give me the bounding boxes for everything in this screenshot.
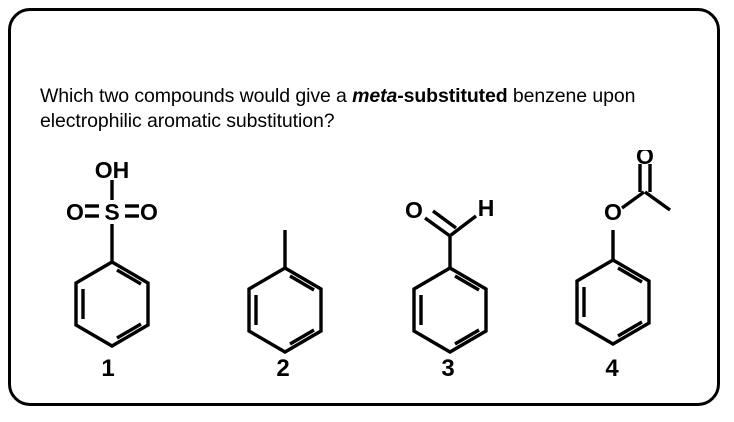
- atom-label-o-carbonyl-4: O: [636, 150, 654, 169]
- ring2-inner-bond-lower-right: [289, 328, 315, 346]
- question-text-part1: Which two compounds would give a: [40, 85, 353, 107]
- bond-o-carbonyl-c: [621, 190, 645, 210]
- question-text-part2: benzene upon electrophilic aromatic subs…: [40, 85, 636, 132]
- question-text: Which two compounds would give a meta-su…: [40, 84, 690, 134]
- ring4-inner-bond-lower-right: [617, 320, 643, 338]
- compound-4-phenyl-acetate[interactable]: O O 4: [527, 150, 697, 395]
- ring1-inner-bond-lower-right: [116, 322, 142, 340]
- bond-c-methyl: [644, 190, 671, 212]
- structure-1-drawing: OH O S O: [66, 157, 158, 348]
- structure-4-drawing: O O: [575, 150, 671, 346]
- structure-2-drawing: [247, 230, 323, 354]
- compound-1-benzenesulfonic-acid[interactable]: OH O S O 1: [23, 150, 193, 395]
- ring3-inner-bond-upper-right: [454, 274, 480, 292]
- ring1-inner-bond-upper-right: [116, 268, 142, 286]
- atom-label-h-aldehyde: H: [478, 195, 495, 221]
- compound-2-label: 2: [276, 355, 290, 382]
- ring2-inner-bond-upper-right: [289, 274, 315, 292]
- atom-label-o-right: O: [140, 199, 158, 225]
- benzene-ring-4: [575, 258, 651, 346]
- ring4-inner-bond-upper-right: [617, 266, 643, 284]
- compound-row: OH O S O 1 2: [0, 150, 734, 395]
- compound-1-label: 1: [101, 355, 115, 382]
- compound-3-label: 3: [441, 355, 455, 382]
- compound-4-label: 4: [605, 355, 619, 382]
- question-emphasis-substituted: -substituted: [397, 85, 508, 107]
- atom-label-o-ester: O: [604, 199, 622, 225]
- bond-c-h: [449, 214, 478, 237]
- compound-2-toluene[interactable]: 2: [198, 150, 368, 395]
- benzene-ring-3: [412, 266, 488, 354]
- atom-label-o-left: O: [66, 199, 84, 225]
- bond-c-o-b: [431, 209, 458, 230]
- atom-label-o-carbonyl: O: [405, 197, 423, 223]
- atom-label-s: S: [104, 199, 119, 225]
- bond-c-o-a: [424, 216, 451, 238]
- atom-label-oh: OH: [95, 157, 130, 183]
- structure-3-drawing: O H: [405, 195, 495, 354]
- question-emphasis-meta: meta: [352, 85, 398, 107]
- benzene-ring-1: [74, 260, 150, 348]
- compound-3-benzaldehyde[interactable]: O H 3: [363, 150, 533, 395]
- ring3-inner-bond-lower-right: [454, 328, 480, 346]
- benzene-ring-2: [247, 266, 323, 354]
